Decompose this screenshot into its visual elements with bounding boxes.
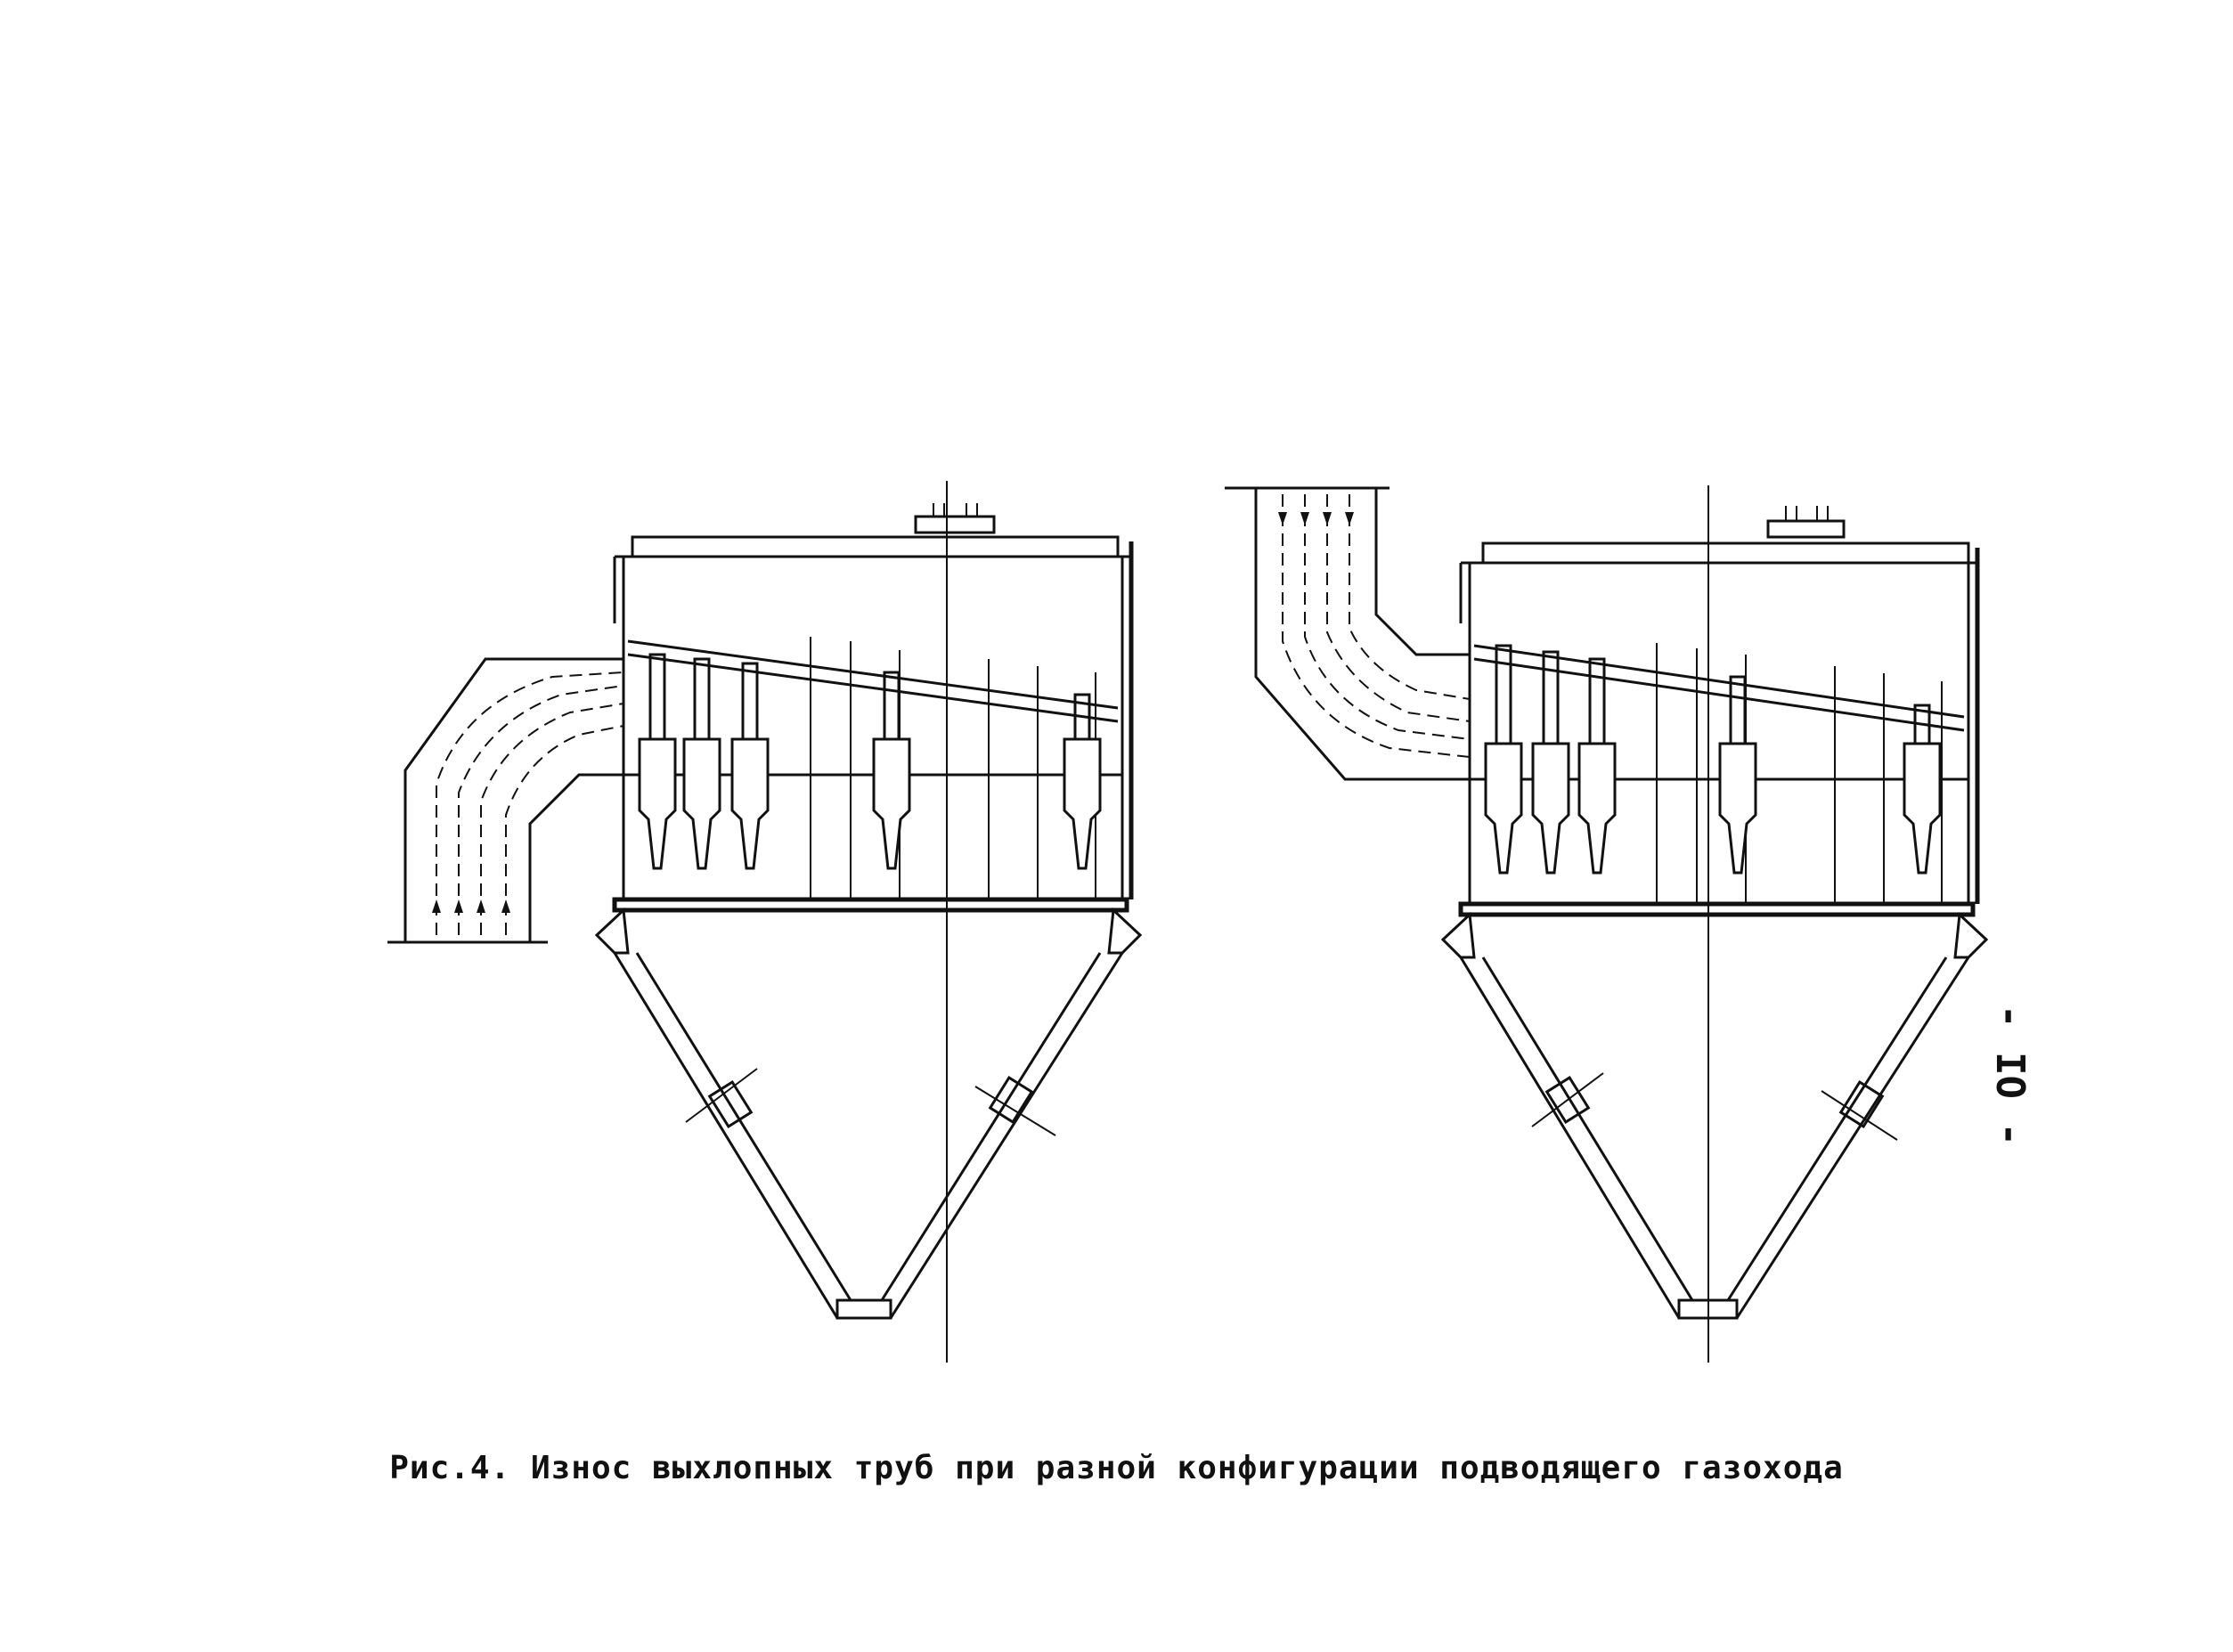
cyclone-element	[638, 653, 677, 870]
cyclone-element	[682, 657, 721, 870]
cyclone-element	[1484, 644, 1523, 875]
left-inlet-duct	[387, 657, 624, 944]
left-hopper	[594, 907, 1143, 1320]
left-tube-sheet	[627, 639, 1119, 723]
cyclone-element	[1903, 704, 1942, 875]
cyclone-element	[1577, 657, 1617, 875]
right-top-cover	[1459, 506, 1980, 904]
page-number: - IO -	[1987, 1005, 2033, 1146]
cyclone-element	[1531, 650, 1570, 875]
right-tube-sheet	[1473, 644, 1965, 732]
figure-caption: Рис.4. Износ выхлопных труб при разной к…	[389, 1450, 1844, 1486]
cyclone-element	[1718, 675, 1757, 875]
right-inlet-duct	[1225, 486, 1471, 781]
cyclone-element	[730, 662, 770, 870]
cyclone-element	[1063, 693, 1102, 870]
right-hopper	[1440, 911, 1989, 1320]
left-cyclone-elements	[638, 653, 1102, 870]
cyclone-element	[872, 671, 911, 870]
left-apparatus	[387, 481, 1143, 1363]
right-cyclone-elements	[1484, 644, 1942, 875]
left-top-cover	[613, 503, 1134, 899]
right-apparatus	[1225, 485, 1989, 1363]
left-guide-lines	[810, 637, 1096, 899]
right-guide-lines	[1656, 643, 1943, 904]
